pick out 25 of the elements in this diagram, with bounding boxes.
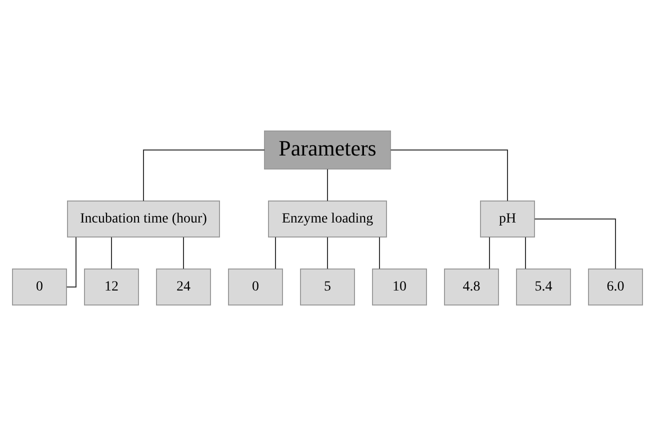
node-box: 5.4 (516, 268, 571, 305)
connector (390, 149, 508, 201)
node-box: Parameters (264, 130, 391, 169)
node-box: pH (480, 200, 535, 237)
node-box: 24 (156, 268, 211, 305)
node-box: 0 (228, 268, 283, 305)
connector (66, 236, 76, 287)
connector (327, 168, 328, 201)
node-box: 12 (84, 268, 139, 305)
connector (143, 149, 265, 201)
node-box: Enzyme loading (268, 200, 387, 237)
node-box: 5 (300, 268, 355, 305)
connector (183, 236, 184, 269)
node-box: 4.8 (444, 268, 499, 305)
connector (379, 236, 380, 269)
connector (525, 236, 526, 269)
connector (489, 236, 490, 269)
node-box: 6.0 (588, 268, 643, 305)
connector (111, 236, 112, 269)
node-box: 0 (12, 268, 67, 305)
connector (534, 218, 616, 269)
connector (275, 236, 276, 269)
node-box: 10 (372, 268, 427, 305)
node-box: Incubation time (hour) (67, 200, 220, 237)
connector (327, 236, 328, 269)
